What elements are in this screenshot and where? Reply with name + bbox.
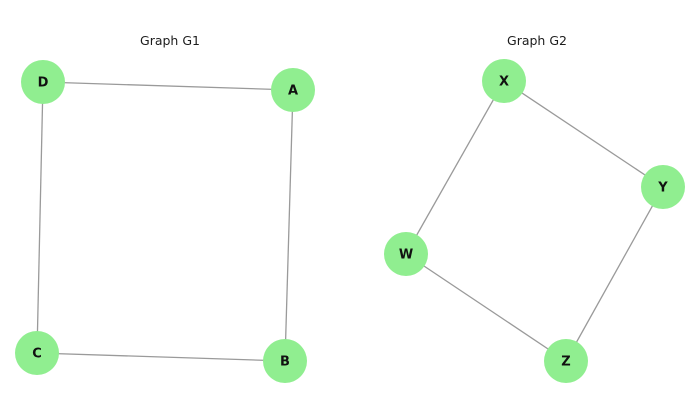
node-Y xyxy=(641,165,685,209)
node-label-C: C xyxy=(32,347,42,362)
edge-X-Y xyxy=(503,80,664,188)
edge-Z-W xyxy=(405,253,567,362)
graph-g1: D A C B xyxy=(15,60,315,383)
node-B xyxy=(263,339,307,383)
node-X xyxy=(482,59,526,103)
node-label-D: D xyxy=(38,76,49,91)
node-label-B: B xyxy=(280,355,290,370)
node-label-Z: Z xyxy=(561,355,570,370)
graph-title-g1: Graph G1 xyxy=(140,33,200,48)
node-label-A: A xyxy=(288,84,298,99)
node-label-Y: Y xyxy=(657,181,668,196)
node-label-W: W xyxy=(399,248,413,263)
edge-Y-Z xyxy=(565,186,664,362)
node-Z xyxy=(544,339,588,383)
node-W xyxy=(384,232,428,276)
node-D xyxy=(21,60,65,104)
edge-B-C xyxy=(36,352,286,362)
graph-g2: X Y W Z xyxy=(384,59,685,383)
edge-W-X xyxy=(405,80,505,255)
graph-title-g2: Graph G2 xyxy=(507,33,567,48)
edge-D-A xyxy=(42,81,294,91)
node-C xyxy=(15,331,59,375)
node-label-X: X xyxy=(499,75,509,90)
edge-C-D xyxy=(36,81,44,354)
edge-A-B xyxy=(284,89,294,362)
node-A xyxy=(271,68,315,112)
